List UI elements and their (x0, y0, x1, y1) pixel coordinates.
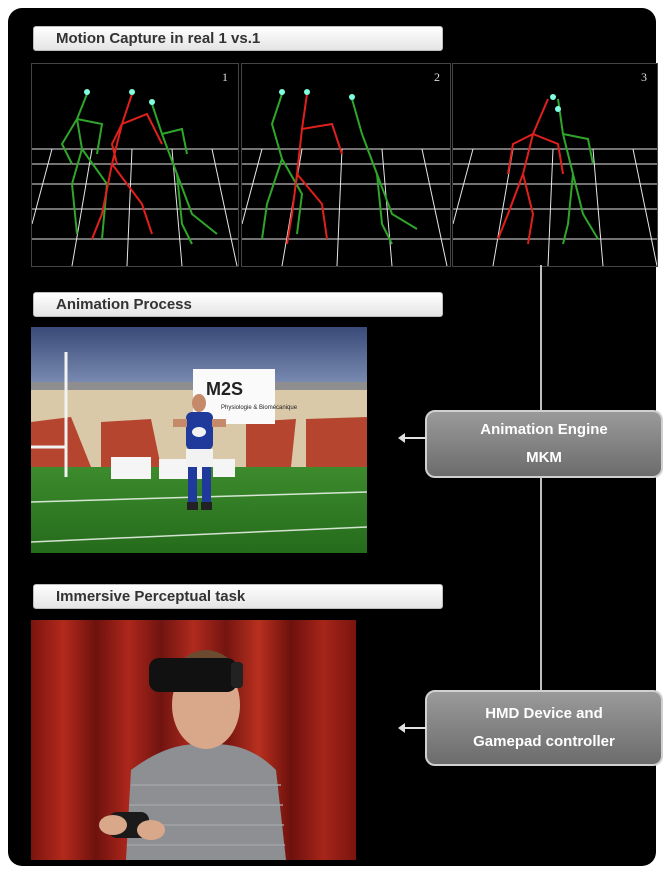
device-line-2: Gamepad controller (473, 733, 615, 750)
animation-engine-box: Animation Engine MKM (425, 410, 663, 478)
connector-line-middle (540, 478, 542, 690)
hmd-device-box: HMD Device and Gamepad controller (425, 690, 663, 766)
mocap-scene-3 (453, 94, 657, 266)
animation-scene: M2S Physiologie & Biomécanique (31, 327, 367, 553)
engine-line-2: MKM (526, 449, 562, 466)
mocap-panel-2: 2 (241, 63, 451, 267)
rugby-player (173, 394, 226, 510)
device-line-1: HMD Device and (485, 705, 603, 722)
hmd-user-photo (31, 620, 356, 860)
logo-subtext: Physiologie & Biomécanique (221, 405, 298, 411)
mocap-panel-1: 1 (31, 63, 239, 267)
motion-capture-label: Motion Capture in real 1 vs.1 (33, 26, 443, 51)
panel-number: 2 (434, 70, 440, 84)
mocap-scene-1 (32, 89, 238, 266)
animation-process-label: Animation Process (33, 292, 443, 317)
engine-line-1: Animation Engine (480, 421, 608, 438)
sweater (126, 744, 286, 860)
panel-number: 1 (222, 70, 228, 84)
mocap-panel-3: 3 (452, 63, 658, 267)
panel-number: 3 (641, 70, 647, 84)
logo-text: M2S (206, 379, 243, 399)
immersive-task-label: Immersive Perceptual task (33, 584, 443, 609)
immersive-photo (31, 620, 356, 860)
arrow-to-immersive (398, 723, 426, 733)
rugby-field-render: M2S Physiologie & Biomécanique (31, 327, 367, 553)
hmd-headset (149, 658, 237, 692)
connector-line-top (540, 265, 542, 410)
mocap-scene-2 (242, 89, 450, 266)
arrow-to-animation (398, 433, 426, 443)
